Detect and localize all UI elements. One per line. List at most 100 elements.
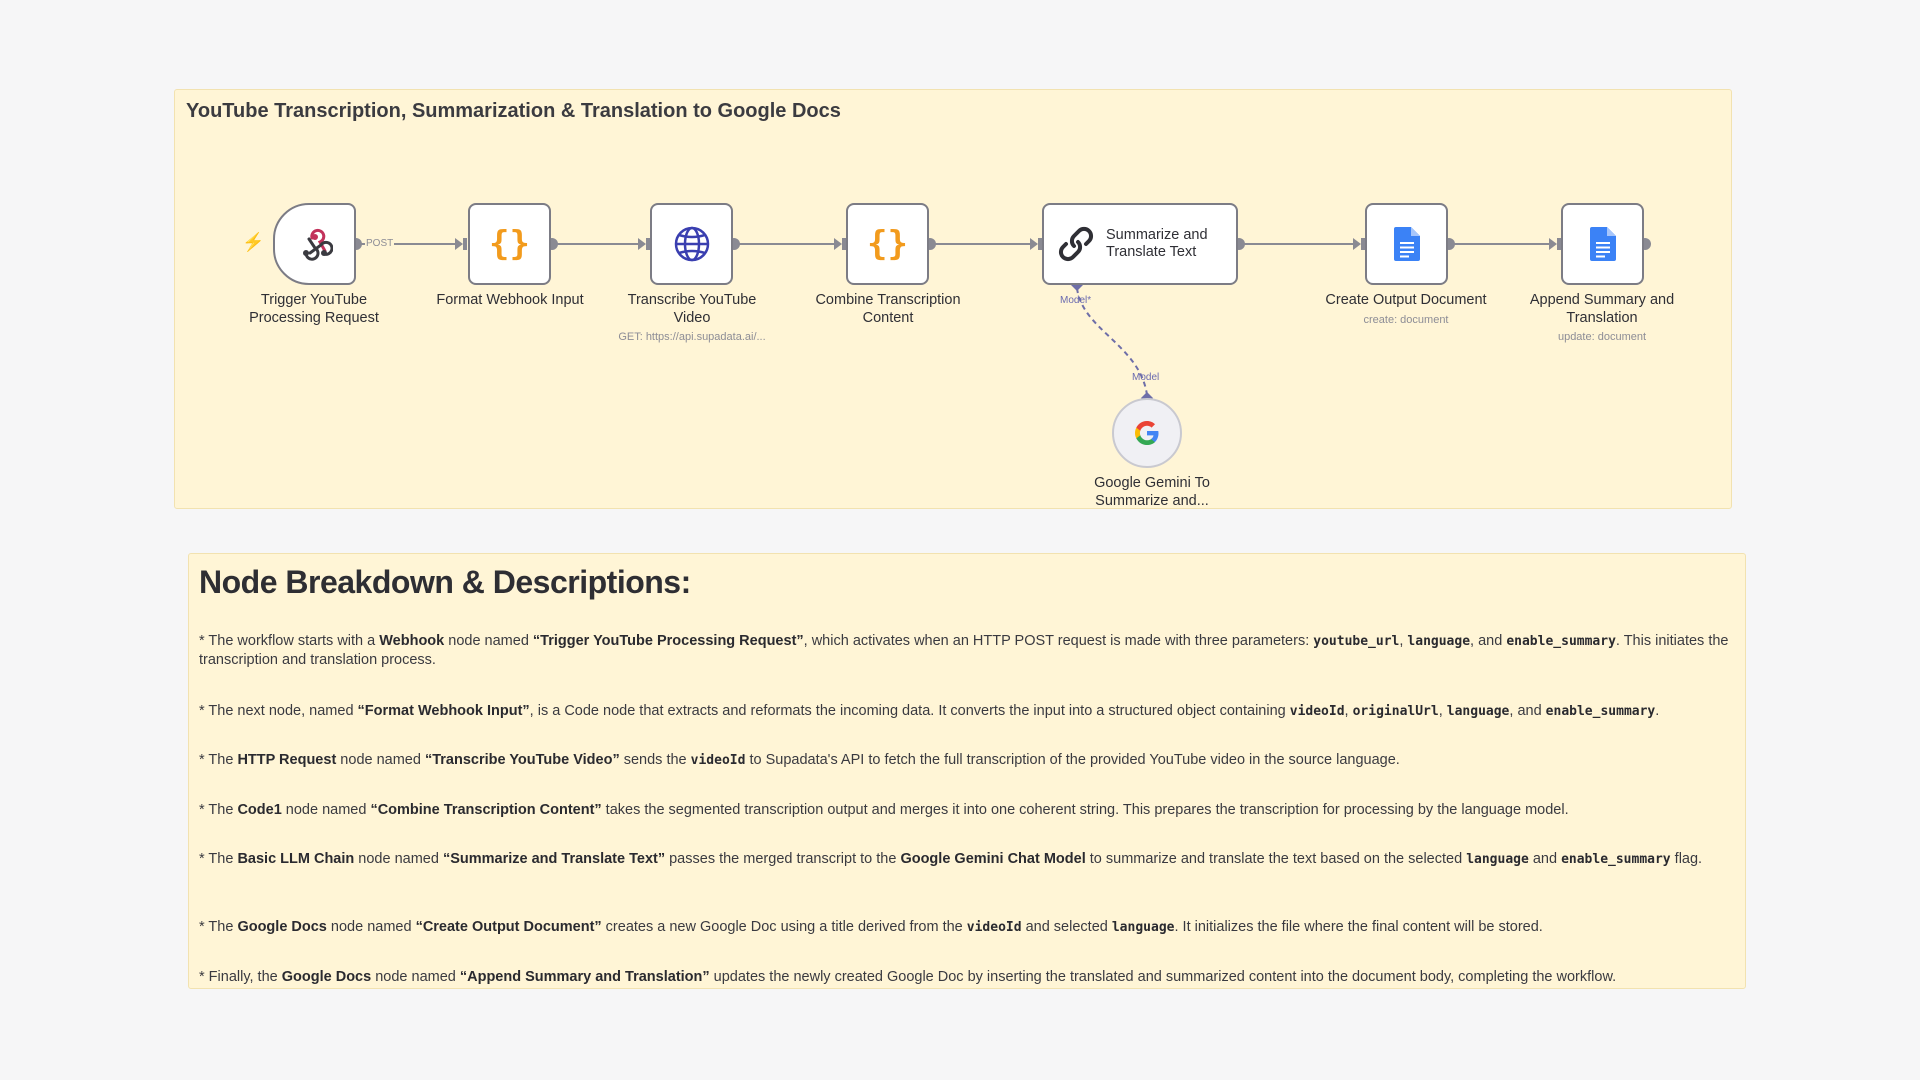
paragraph-text: . It initializes the file where the fina… xyxy=(1174,919,1543,935)
paragraph-text: node named xyxy=(281,802,371,818)
code-parameter: enable_summary xyxy=(1561,852,1671,867)
workflow-sticky-note: YouTube Transcription, Summarization & T… xyxy=(174,89,1732,509)
workflow-title: YouTube Transcription, Summarization & T… xyxy=(186,100,841,122)
link-chain-icon xyxy=(1058,226,1094,262)
code-parameter: language xyxy=(1446,704,1510,719)
code-parameter: videoId xyxy=(690,753,746,768)
node-trigger-youtube-processing-request[interactable] xyxy=(273,203,356,285)
node-name-trigger: Trigger YouTube Processing Request xyxy=(233,291,395,327)
paragraph-text: , and xyxy=(1470,633,1507,649)
code-parameter: language xyxy=(1466,852,1529,867)
node-transcribe-youtube-video[interactable] xyxy=(650,203,733,285)
trigger-bolt-icon: ⚡ xyxy=(242,232,265,252)
paragraph-text: * The next node, named xyxy=(199,703,358,719)
port-label-model-required: Model* xyxy=(1060,295,1092,306)
node-name-line: Summarize and xyxy=(1106,227,1208,243)
paragraph-text: , which activates when an HTTP POST requ… xyxy=(803,633,1314,649)
node-name-line: Combine Transcription xyxy=(815,292,961,308)
node-name-line: Google Gemini To xyxy=(1094,475,1210,491)
paragraph-text: node named xyxy=(354,851,443,867)
node-format-webhook-input[interactable]: {} xyxy=(468,203,551,285)
paragraph-text: * The xyxy=(199,851,238,867)
paragraph-text: * Finally, the xyxy=(199,969,282,985)
paragraph-text: node named xyxy=(371,969,460,985)
paragraph-text: , xyxy=(1438,703,1447,719)
paragraph-text: , xyxy=(1344,703,1353,719)
node-append-summary-and-translation[interactable] xyxy=(1561,203,1644,285)
node-combine-transcription-content[interactable]: {} xyxy=(846,203,929,285)
node-name-line: Transcribe YouTube xyxy=(627,292,757,308)
description-paragraph: * The Code1 node named “Combine Transcri… xyxy=(199,801,1734,820)
description-paragraph: * The workflow starts with a Webhook nod… xyxy=(199,632,1734,670)
arrow-head xyxy=(1030,238,1038,250)
node-name-line: Content xyxy=(862,310,914,326)
code-braces-icon: {} xyxy=(867,224,908,264)
node-name-line: Translate Text xyxy=(1106,244,1197,260)
description-paragraph: * The HTTP Request node named “Transcrib… xyxy=(199,751,1734,770)
emphasis-text: “Append Summary and Translation” xyxy=(459,969,710,985)
node-name-line: Append Summary and xyxy=(1529,292,1675,308)
paragraph-text: * The xyxy=(199,752,238,768)
input-port xyxy=(1361,238,1365,250)
input-port xyxy=(1557,238,1561,250)
emphasis-text: Google Docs xyxy=(237,919,327,935)
paragraph-text: sends the xyxy=(619,752,691,768)
emphasis-text: Code1 xyxy=(237,802,282,818)
code-parameter: enable_summary xyxy=(1506,634,1616,649)
code-parameter: language xyxy=(1407,634,1471,649)
paragraph-text: flag. xyxy=(1670,851,1703,867)
paragraph-text: node named xyxy=(336,752,425,768)
paragraph-text: to summarize and translate the text base… xyxy=(1085,851,1467,867)
emphasis-text: Google Gemini Chat Model xyxy=(900,851,1086,867)
paragraph-text: , and xyxy=(1509,703,1546,719)
node-name-combine: Combine Transcription Content xyxy=(788,291,988,327)
input-port xyxy=(1038,238,1042,250)
node-name-line: Summarize and... xyxy=(1095,493,1209,509)
node-subtitle-transcribe: GET: https://api.supadata.ai/... xyxy=(618,331,766,343)
descriptions-heading: Node Breakdown & Descriptions: xyxy=(199,564,691,600)
globe-icon xyxy=(674,226,709,262)
arrow-head xyxy=(455,238,463,250)
paragraph-text: * The workflow starts with a xyxy=(199,633,380,649)
node-summarize-and-translate-text[interactable]: Summarize and Translate Text xyxy=(1042,203,1238,285)
emphasis-text: Google Docs xyxy=(281,969,372,985)
node-name-line: Processing Request xyxy=(249,310,379,326)
code-parameter: language xyxy=(1111,920,1175,935)
webhook-icon xyxy=(302,228,333,261)
code-parameter: videoId xyxy=(1289,704,1345,719)
node-name-line: Video xyxy=(673,310,711,326)
node-create-output-document[interactable] xyxy=(1365,203,1448,285)
paragraph-text: node named xyxy=(326,919,416,935)
node-name-line: Translation xyxy=(1566,310,1638,326)
description-paragraph: * The next node, named “Format Webhook I… xyxy=(199,702,1734,721)
arrow-head xyxy=(834,238,842,250)
paragraph-text: node named xyxy=(444,633,533,649)
paragraph-text: takes the segmented transcription output… xyxy=(601,802,1569,818)
port-label-model: Model xyxy=(1132,372,1160,383)
node-name-append: Append Summary and Translation xyxy=(1502,291,1702,327)
description-paragraph: * Finally, the Google Docs node named “A… xyxy=(199,968,1734,987)
code-parameter: youtube_url xyxy=(1313,634,1400,649)
paragraph-text: creates a new Google Doc using a title d… xyxy=(601,919,967,935)
input-port xyxy=(842,238,846,250)
node-name-gemini: Google Gemini To Summarize and... xyxy=(1052,474,1252,510)
node-name-summarize: Summarize and Translate Text xyxy=(1106,227,1208,261)
arrow-head xyxy=(638,238,646,250)
code-parameter: originalUrl xyxy=(1352,704,1439,719)
arrow-head xyxy=(1353,238,1361,250)
paragraph-text: . This initiates the transcription and t… xyxy=(199,633,1729,668)
description-paragraph: * The Basic LLM Chain node named “Summar… xyxy=(199,850,1734,869)
node-name-line: Format Webhook Input xyxy=(436,292,584,308)
node-name-transcribe: Transcribe YouTube Video xyxy=(602,291,782,327)
paragraph-text: passes the merged transcript to the xyxy=(665,851,901,867)
node-google-gemini-chat-model[interactable] xyxy=(1112,398,1182,468)
node-name-line: Create Output Document xyxy=(1325,292,1487,308)
emphasis-text: HTTP Request xyxy=(237,752,337,768)
edge-label-post: POST xyxy=(365,238,395,249)
code-parameter: videoId xyxy=(966,920,1022,935)
input-port xyxy=(646,238,650,250)
paragraph-text: . xyxy=(1655,703,1660,719)
paragraph-text: to Supadata's API to fetch the full tran… xyxy=(745,752,1400,768)
paragraph-text: and xyxy=(1528,851,1562,867)
google-docs-icon xyxy=(1589,227,1616,261)
